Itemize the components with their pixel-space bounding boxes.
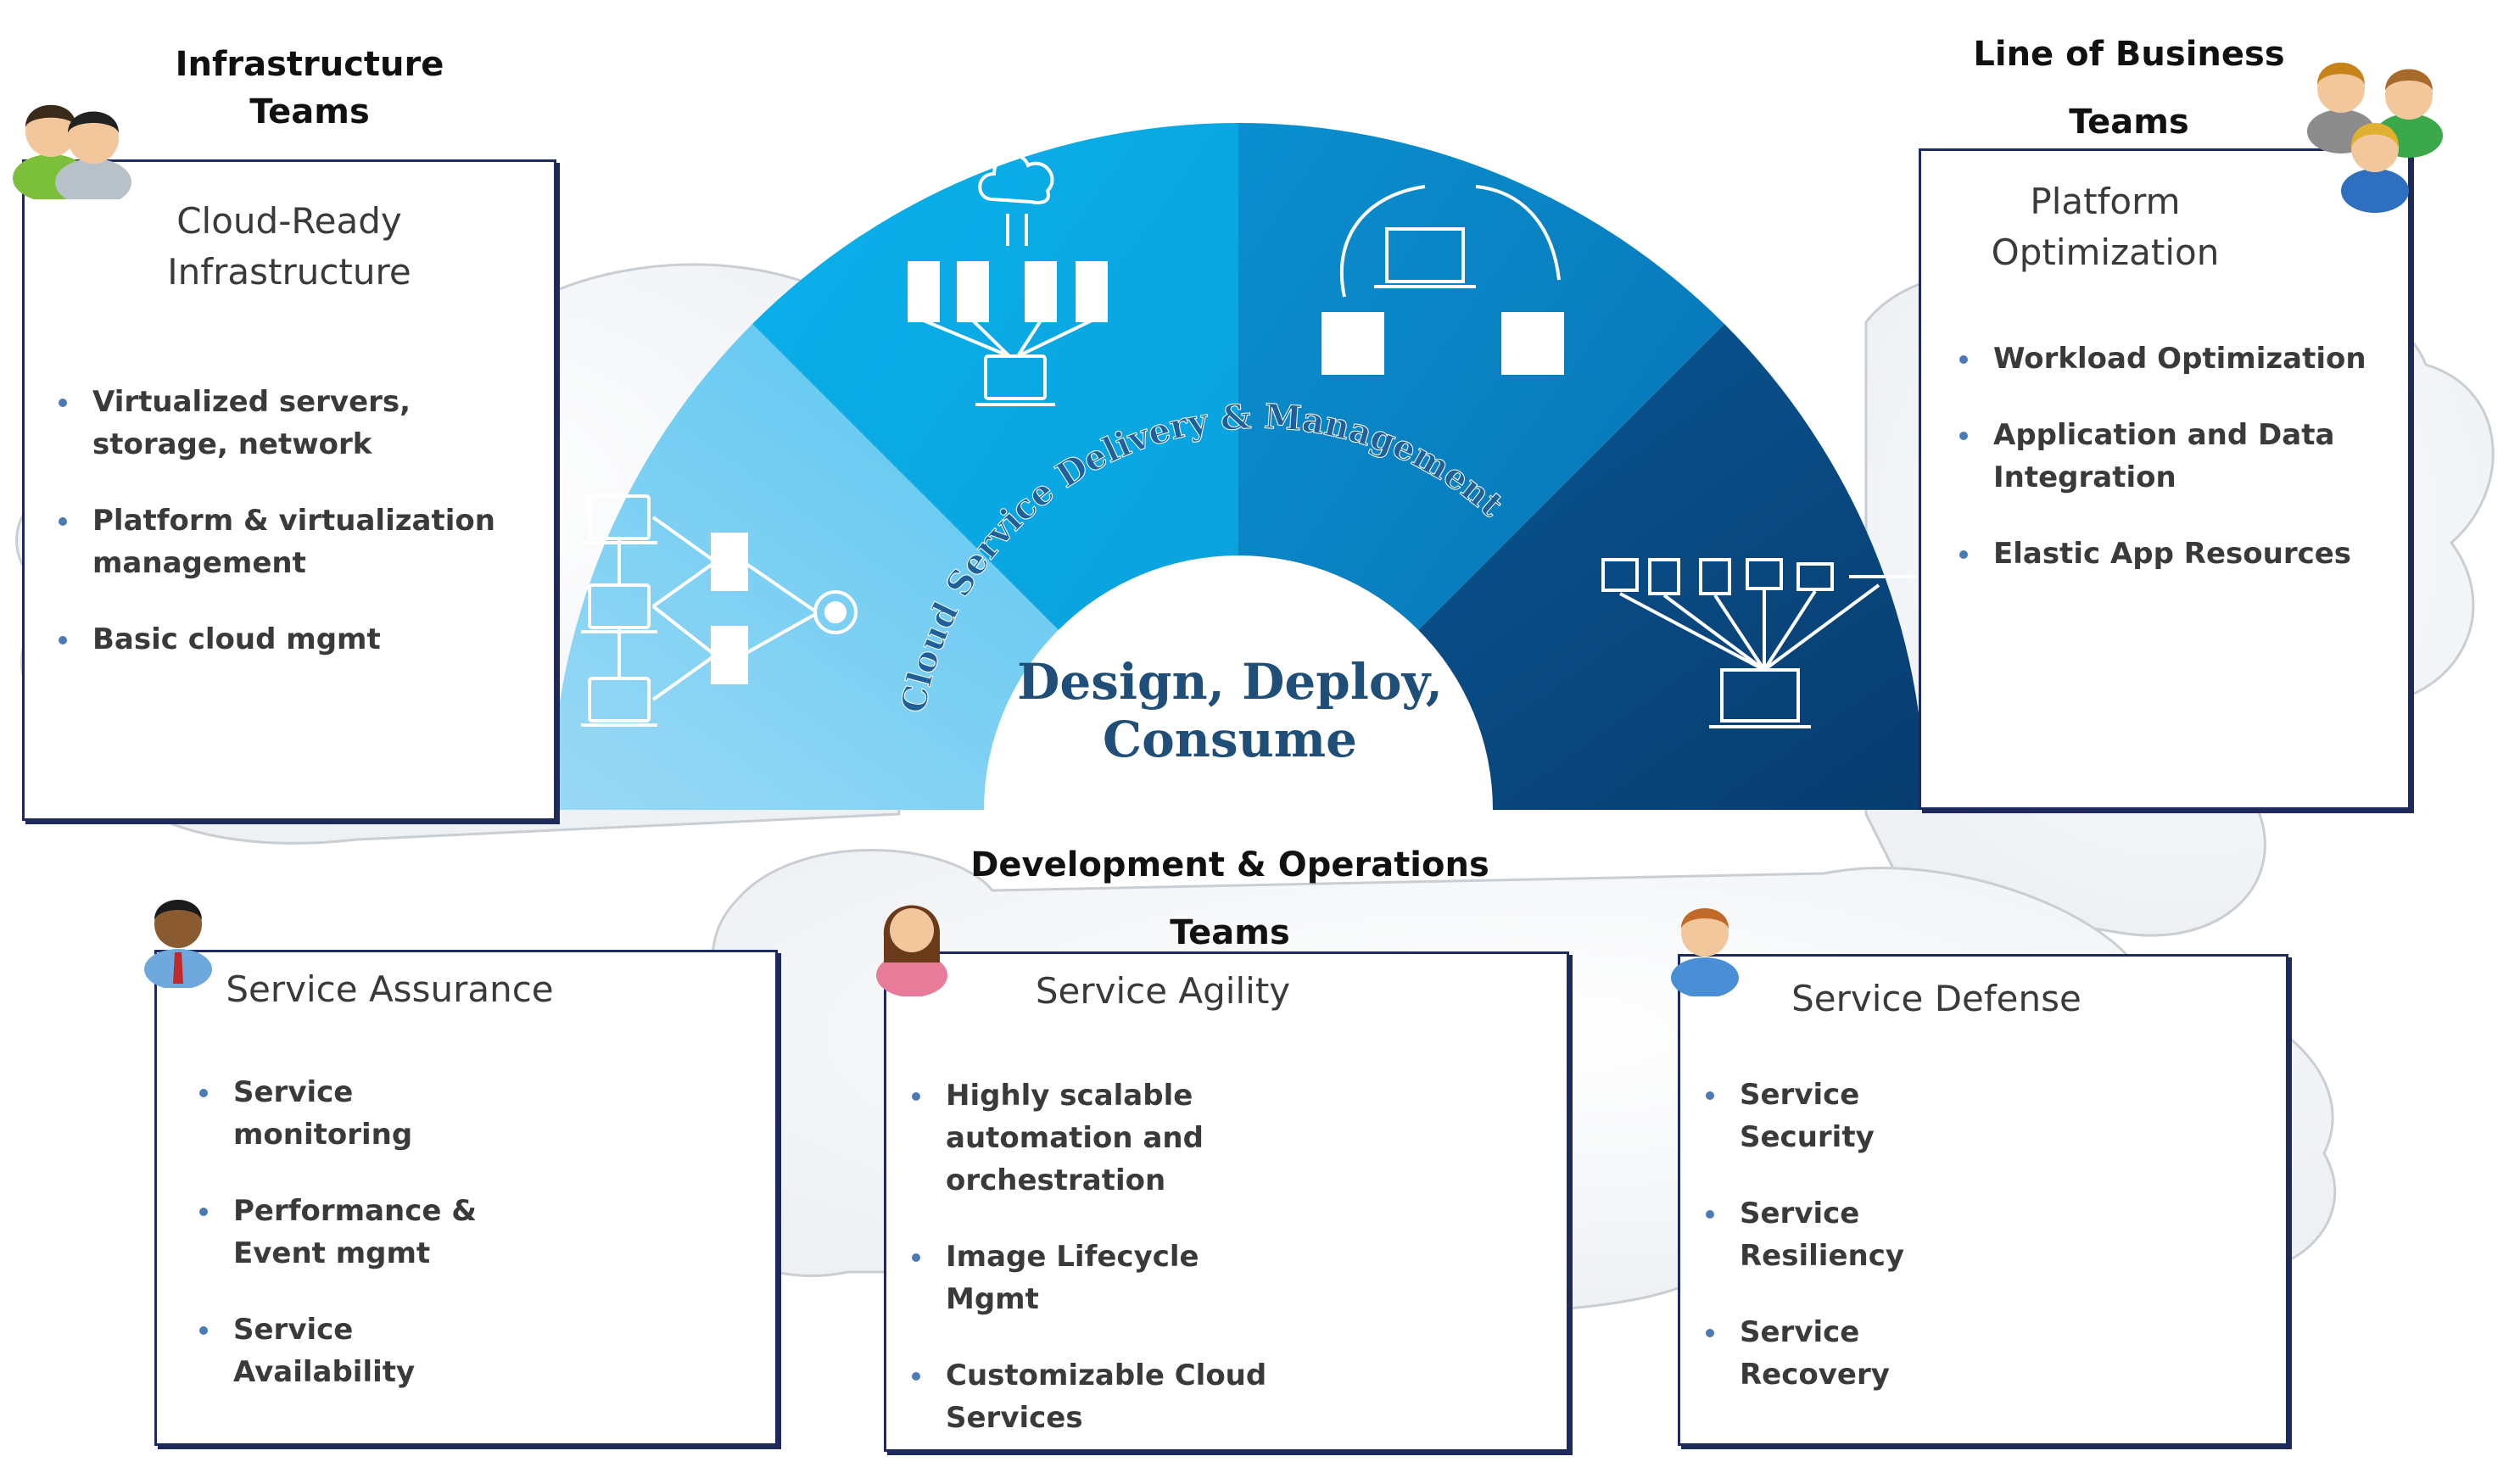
card-title: Service Assurance xyxy=(226,968,554,1010)
devops-teams-label: Development & Operations Teams xyxy=(933,831,1527,967)
card-service-defense: Service Defense Service Security Service… xyxy=(1678,954,2288,1446)
list-item: Service Resiliency xyxy=(1706,1192,1960,1277)
card-platform-optimization: Platform Optimization Workload Optimizat… xyxy=(1919,148,2411,810)
center-title-line2: Consume xyxy=(1102,711,1358,768)
infrastructure-teams-line2: Teams xyxy=(249,92,370,131)
bullet-list: Service monitoring Performance & Event m… xyxy=(199,1071,539,1427)
devops-teams-line2: Teams xyxy=(1170,913,1290,952)
network-topology-icon xyxy=(581,494,858,727)
list-item: Customizable Cloud Services xyxy=(912,1354,1294,1439)
list-item: Highly scalable automation and orchestra… xyxy=(912,1074,1294,1202)
card-title-line1: Platform xyxy=(2030,181,2181,222)
bullet-list: Service Security Service Resiliency Serv… xyxy=(1706,1074,1960,1430)
business-teams-label: Line of Business Teams xyxy=(1951,20,2307,156)
devops-teams-line1: Development & Operations xyxy=(970,845,1489,884)
app-consumption-icon xyxy=(1601,558,1917,728)
list-item: Basic cloud mgmt xyxy=(59,618,534,661)
business-teams-line2: Teams xyxy=(2069,103,2189,142)
card-title: Service Defense xyxy=(1791,978,2081,1019)
list-item: Image Lifecycle Mgmt xyxy=(912,1236,1294,1320)
card-title: Platform Optimization xyxy=(1921,176,2289,278)
card-title-line1: Cloud-Ready xyxy=(176,200,402,242)
list-item: Platform & virtualization management xyxy=(59,499,534,584)
card-title-line2: Optimization xyxy=(1991,232,2220,273)
list-item: Service Recovery xyxy=(1706,1311,1960,1396)
center-title-line1: Design, Deploy, xyxy=(1017,653,1443,711)
list-item: Workload Optimization xyxy=(1959,338,2383,380)
cloud-provisioning-icon xyxy=(908,153,1108,406)
list-item: Service Security xyxy=(1706,1074,1960,1158)
card-title: Cloud-Ready Infrastructure xyxy=(25,196,554,298)
list-item: Application and Data Integration xyxy=(1959,414,2383,499)
business-team-people-icon xyxy=(2307,62,2443,213)
card-title-line2: Infrastructure xyxy=(167,251,411,293)
bullet-list: Workload Optimization Application and Da… xyxy=(1959,338,2383,609)
service-assurance-person-icon xyxy=(144,900,212,988)
list-item: Virtualized servers, storage, network xyxy=(59,381,534,466)
center-hub xyxy=(984,555,1493,810)
infrastructure-team-people-icon xyxy=(13,104,131,199)
infrastructure-teams-label: Infrastructure Teams xyxy=(170,41,450,136)
business-teams-line1: Line of Business xyxy=(1973,35,2285,74)
list-item: Service monitoring xyxy=(199,1071,539,1156)
card-title: Service Agility xyxy=(1035,970,1291,1012)
card-cloud-ready-infrastructure: Cloud-Ready Infrastructure Virtualized s… xyxy=(22,159,556,821)
bullet-list: Virtualized servers, storage, network Pl… xyxy=(59,381,534,695)
service-defense-person-icon xyxy=(1671,908,1739,996)
list-item: Service Availability xyxy=(199,1308,539,1393)
list-item: Elastic App Resources xyxy=(1959,533,2383,575)
list-item: Performance & Event mgmt xyxy=(199,1190,539,1275)
card-service-assurance: Service Assurance Service monitoring Per… xyxy=(154,950,778,1446)
center-title: Design, Deploy, Consume xyxy=(975,653,1484,768)
infrastructure-teams-line1: Infrastructure xyxy=(175,45,444,84)
card-service-agility: Service Agility Highly scalable automati… xyxy=(884,951,1569,1452)
workload-migration-icon xyxy=(1321,185,1564,375)
service-agility-person-icon xyxy=(876,905,947,996)
bullet-list: Highly scalable automation and orchestra… xyxy=(912,1074,1294,1473)
